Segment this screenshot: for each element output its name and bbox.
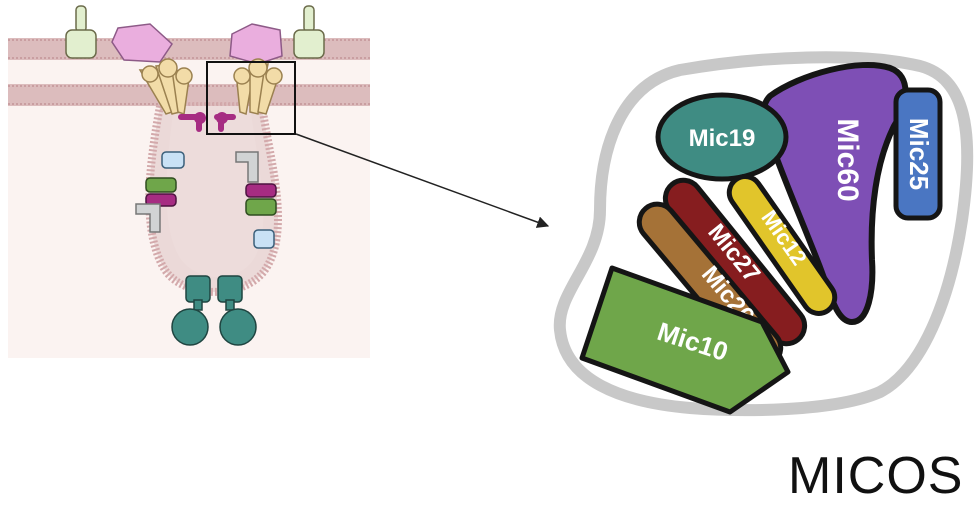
mic60-subunit — [760, 62, 909, 325]
tan-protein-right — [233, 58, 283, 115]
light-blue-protein-left — [161, 151, 185, 169]
mic19-subunit — [655, 92, 789, 182]
zoom-arrow — [295, 133, 550, 228]
zoom-box — [206, 61, 296, 135]
pink-protein-right — [229, 23, 283, 65]
grey-protein-right-top — [235, 151, 259, 183]
magenta-protein-left — [178, 112, 206, 132]
micos-title: MICOS — [788, 447, 964, 505]
magenta-crista-protein-left — [145, 193, 177, 207]
pink-protein-left — [111, 23, 173, 63]
green-transmembrane-protein-right — [293, 5, 325, 59]
grey-protein-left — [135, 203, 161, 233]
tan-protein-left — [138, 58, 193, 115]
magenta-crista-protein-right — [245, 183, 277, 198]
atp-synthase-dimer — [171, 275, 257, 346]
magenta-protein-right — [214, 112, 236, 132]
green-crista-protein-right — [245, 198, 277, 216]
light-blue-protein-right — [253, 229, 275, 249]
micos-complex: Mic60 Mic25 Mic19 Mic12 Mic27 Mic26 Mic1… — [553, 51, 974, 417]
membrane-panel — [8, 5, 370, 358]
mic12-subunit — [726, 174, 838, 316]
mic25-label: Mic25 — [904, 118, 934, 190]
green-transmembrane-protein-left — [65, 5, 97, 59]
mic25-subunit — [893, 87, 943, 221]
green-crista-protein-left — [145, 177, 177, 193]
mic60-label: Mic60 — [831, 118, 864, 201]
mic19-label: Mic19 — [689, 125, 756, 152]
mic10-subunit — [579, 265, 791, 415]
inner-membrane — [8, 84, 370, 106]
